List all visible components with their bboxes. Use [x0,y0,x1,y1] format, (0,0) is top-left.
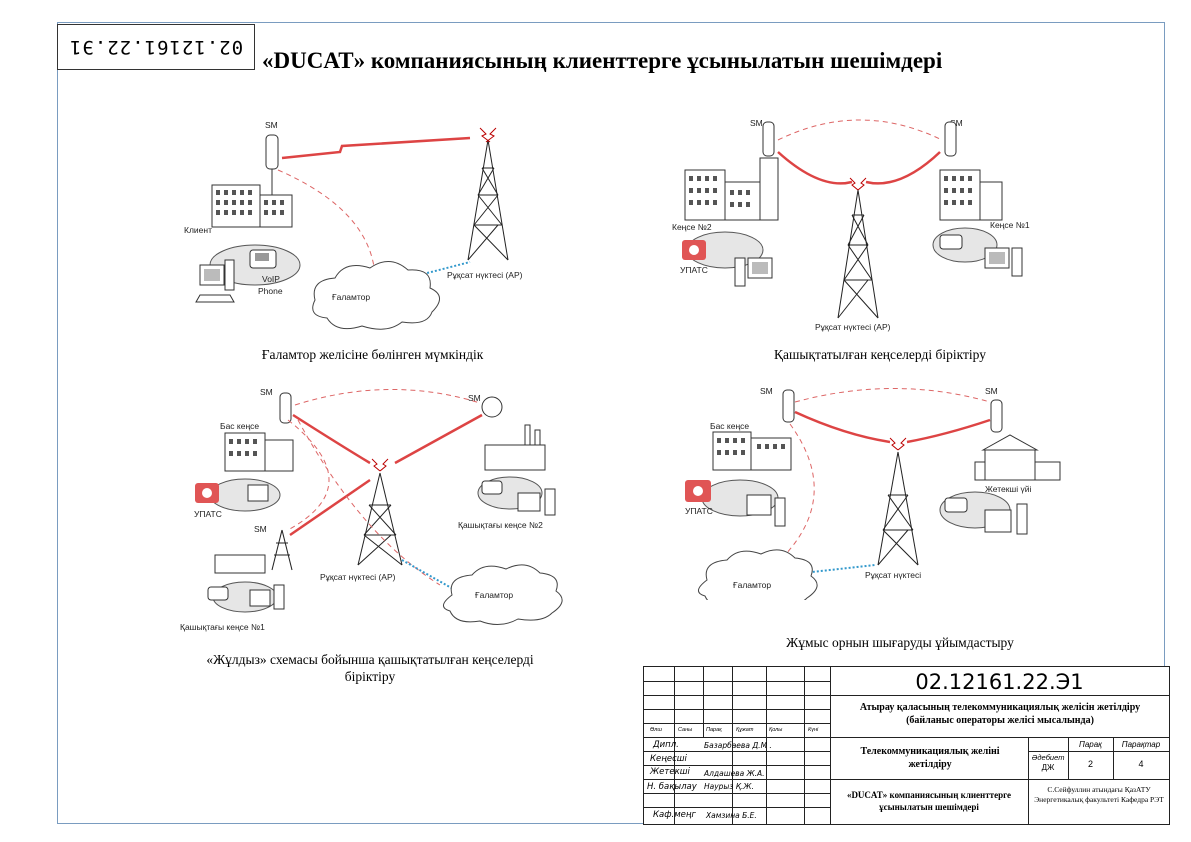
upats-icon [685,480,711,502]
internet-cloud-icon [698,549,818,600]
drawing-frame [57,22,1165,824]
head-office-building-icon [712,431,792,471]
computer-icon [734,257,773,287]
phone-icon [939,234,963,250]
computer-icon [746,494,786,527]
sm-label: SM [985,386,998,396]
phone-icon [207,586,229,601]
role-consultant: Кеңесші [650,754,687,764]
computer-icon [984,247,1023,277]
ap-label: Рұқсат нүктесі (AP) [815,322,891,332]
sm-label: SM [950,118,963,128]
head-office-building-icon [224,432,294,472]
role-norm-control: Н. бақылау [647,782,697,792]
role-diploma: Дипл. [653,740,679,750]
ap-label: Рұқсат нүктесі [865,570,921,580]
computer-icon [517,488,556,516]
phone-label: Phone [258,286,283,296]
satellite-dish-icon [481,396,503,418]
internet-cloud-icon [443,564,563,625]
diagram-internet-access: SM Клиент VoIP Pho [170,100,570,340]
tower-icon [357,458,403,566]
remote-office-1-building-icon [214,554,266,574]
col-header: Құжат [736,727,754,733]
col-header: Қолы [769,727,783,733]
col-header: Парақ [706,727,722,733]
voip-label: VoIP [262,274,280,284]
home-building-icon [974,434,1061,481]
caption-panel-3: «Жұлдыз» схемасы бойынша қашықтатылған к… [206,652,534,684]
signer-name: Наурыз Қ.Ж. [704,782,754,791]
ap-label: Рұқсат нүктесі (AP) [447,270,523,280]
stamp-code-rotated: 02.12161.22.Э1 [57,24,255,70]
caption-panel-2: Қашықтатылған кеңселерді біріктіру [774,347,986,362]
diagram-remote-workplace: SM Бас кеңсе УПАТС SM Жетекші үйі [685,380,1080,600]
role-supervisor: Жетекші [650,767,690,777]
sheet-title: «DUCAT» компаниясының клиенттерге ұсыныл… [846,790,1012,812]
section-title: Телекоммуникациялық желіні жетілдіру [860,746,1000,770]
col-header: Өлш [650,727,662,733]
internet-label: Ғаламтор [475,590,513,600]
diagram-remote-offices: SM SM Кеңсе №2 Кеңсе №1 УПАТС [660,100,1040,340]
upats-label: УПАТС [680,265,708,275]
remote-office-1-label: Қашықтағы кеңсе №1 [180,622,265,632]
sheet-value: 2 [1087,759,1093,769]
internet-label: Ғаламтор [733,580,771,590]
signer-name: Базарбаева Д.М . [704,741,772,750]
caption-panel-4: Жұмыс орнын шығаруды ұйымдастыру [786,635,1014,650]
computer-icon [247,484,269,502]
office-1-label: Кеңсе №1 [990,220,1030,230]
head-office-label: Бас кеңсе [710,421,749,431]
organization: С.Сейфуллин атындағы ҚазАТУ Энергетикалы… [1034,785,1164,804]
lit-label: Әдебиет [1031,753,1065,762]
title-block: Өлш Саны Парақ Құжат Қолы Күні Дипл. Баз… [643,666,1170,825]
sm-label: SM [760,386,773,396]
document-code: 02.12161.22.Э1 [915,670,1084,694]
caption-panel-1: Ғаламтор желісіне бөлінген мүмкіндік [261,347,484,362]
office-2-label: Кеңсе №2 [672,222,712,232]
internet-cloud-icon [312,261,440,330]
client-building-icon [211,184,293,228]
role-head-of-dept: Каф.меңг [653,810,696,820]
computer-icon [195,259,235,303]
ap-label: Рұқсат нүктесі (AP) [320,572,396,582]
computer-icon [984,503,1028,535]
factory-icon [484,424,546,471]
sm-label: SM [265,120,278,130]
signer-name: Хамзина Б.Е. [706,811,757,820]
head-office-label: Бас кеңсе [220,421,259,431]
tower-icon [837,177,879,319]
sm-label: SM [260,387,273,397]
computer-icon [249,584,285,610]
lit-value: ДЖ [1041,763,1055,772]
diagram-star-scheme: SM Бас кеңсе УПАТС SM Қашықтағы кеңсе №2… [170,385,580,635]
col-header: Күні [808,727,819,733]
col-header: Саны [678,727,693,733]
upats-label: УПАТС [194,509,222,519]
sm-label: SM [750,118,763,128]
phone-icon [481,480,503,495]
client-label: Клиент [184,225,212,235]
sm-label: SM [468,393,481,403]
phone-icon [944,497,968,513]
remote-office-2-label: Қашықтағы кеңсе №2 [458,520,543,530]
page-title: «DUCAT» компаниясының клиенттерге ұсыныл… [262,48,943,73]
upats-icon [195,483,219,503]
project-title: Атырау қаласының телекоммуникациялық жел… [859,702,1141,726]
tower-icon [467,127,509,261]
sm-label: SM [254,524,267,534]
sheets-label: Парақтар [1121,740,1161,749]
sheets-value: 4 [1138,759,1144,769]
small-tower-icon [271,529,293,571]
voip-phone-icon [249,249,277,269]
internet-label: Ғаламтор [332,292,370,302]
upats-label: УПАТС [685,506,713,516]
sheet-label: Парақ [1079,740,1102,749]
tower-icon [877,437,919,566]
home-label: Жетекші үйі [985,484,1032,494]
upats-icon [682,240,706,260]
signer-name: Алдашева Ж.А. [704,769,765,778]
